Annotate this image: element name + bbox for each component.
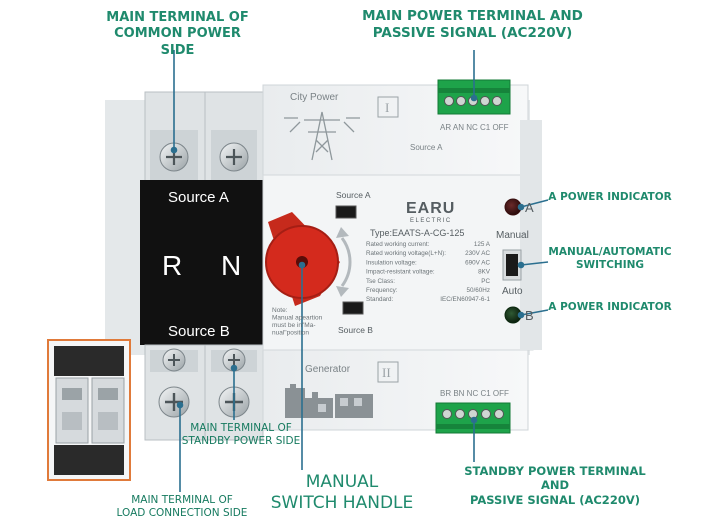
roman-one-label: I [385, 100, 389, 115]
callout-line: STANDBY POWER TERMINAL AND [464, 464, 646, 493]
spec-value: IEC/EN60947-6-1 [440, 296, 490, 303]
callout-main-common: MAIN TERMINAL OF COMMON POWER SIDE [95, 10, 260, 59]
callout-b-power-indicator: A POWER INDICATOR [548, 301, 672, 313]
front-panel [262, 174, 534, 351]
spec-label: Frequency: [366, 287, 398, 294]
top-terminal-block [144, 91, 264, 188]
power-pylon-icon [284, 111, 360, 161]
brand-label: EARU [406, 200, 455, 217]
generator-label: Generator [305, 364, 351, 375]
spec-label: Tse Class: [366, 278, 395, 285]
manual-auto-switch[interactable] [502, 249, 522, 281]
callout-line: MAIN TERMINAL OF [106, 10, 249, 25]
spec-value: 8KV [478, 269, 491, 276]
side-rail [520, 120, 542, 350]
spec-value: 690V AC [465, 259, 490, 266]
callout-line: MAIN TERMINAL OF [190, 422, 292, 434]
spec-label: Impact-resistant voltage: [366, 269, 435, 276]
source-a-label: Source A [168, 189, 229, 206]
note-line: Note: [272, 307, 288, 314]
manual-label: Manual [496, 230, 529, 241]
spec-table: Rated working current: 125 A Rated working… [366, 241, 491, 303]
callout-line: PASSIVE SIGNAL (AC220V) [372, 24, 573, 41]
type-label: Type:EAATS-A-CG-125 [370, 228, 464, 238]
source-b-label: Source B [168, 323, 230, 340]
callout-manual-auto: MANUAL/AUTOMATIC SWITCHING [545, 246, 675, 272]
auto-label: Auto [502, 286, 523, 297]
roman-two-label: II [382, 365, 391, 380]
note-line: must be in"Ma- [272, 322, 316, 329]
indicator-b-label: B [525, 308, 534, 323]
callout-line: MAIN TERMINAL OF [131, 494, 233, 506]
phase-n-label: N [221, 250, 241, 281]
rotate-arrow-icon [340, 237, 352, 287]
phase-r-label: R [162, 250, 182, 281]
source-b-slot [342, 301, 364, 315]
switch-source-a-label: Source A [336, 190, 371, 200]
note-line: nual"position [272, 330, 309, 337]
top-source-label: Source A [410, 143, 443, 152]
city-power-label: City Power [290, 92, 339, 103]
callout-main-load: MAIN TERMINAL OF LOAD CONNECTION SIDE [112, 494, 252, 520]
spec-label: Rated working voltage(L+N): [366, 250, 446, 257]
callout-line: STANDBY POWER SIDE [181, 435, 301, 448]
switch-source-b-label: Source B [338, 325, 373, 335]
spec-value: 230V AC [465, 250, 490, 257]
callout-line: PASSIVE SIGNAL (AC220V) [470, 492, 640, 507]
note-line: Manual apeartion [272, 315, 323, 322]
terminal-cover [140, 180, 265, 345]
top-terminal-labels: AR AN NC C1 OFF [440, 123, 509, 132]
callout-line: SWITCHING [575, 259, 645, 272]
callout-a-power-indicator: A POWER INDICATOR [548, 191, 672, 203]
callout-line: MAIN POWER TERMINAL AND [362, 8, 583, 24]
callout-standby-power-terminal: STANDBY POWER TERMINAL AND PASSIVE SIGNA… [450, 464, 660, 507]
brand-sub-label: ELECTRIC [410, 218, 452, 224]
callout-manual-handle: MANUAL SWITCH HANDLE [262, 472, 422, 515]
leader-lines [170, 50, 549, 492]
callout-line: LOAD CONNECTION SIDE [116, 507, 248, 520]
callout-line: SWITCH HANDLE [270, 493, 414, 514]
callout-main-power-terminal: MAIN POWER TERMINAL AND PASSIVE SIGNAL (… [355, 8, 590, 42]
indicator-a-label: A [525, 200, 534, 215]
load-terminal-inset [47, 339, 131, 481]
callout-line: COMMON POWER SIDE [114, 26, 241, 58]
callout-line: MANUAL [305, 472, 379, 492]
callout-line: MANUAL/AUTOMATIC [548, 246, 672, 258]
source-a-slot [335, 205, 357, 219]
spec-value: 50/60Hz [467, 287, 490, 294]
spec-value: 125 A [474, 241, 491, 248]
roman-one-box [377, 96, 399, 118]
callout-main-standby: MAIN TERMINAL OF STANDBY POWER SIDE [176, 422, 306, 448]
spec-value: PC [481, 278, 490, 285]
spec-label: Rated working current: [366, 241, 430, 248]
roman-two-box [377, 361, 399, 383]
spec-label: Insulation voltage: [366, 259, 417, 266]
spec-label: Standard: [366, 296, 394, 303]
generator-icon [285, 384, 373, 418]
bottom-terminal-labels: BR BN NC C1 OFF [440, 389, 509, 398]
